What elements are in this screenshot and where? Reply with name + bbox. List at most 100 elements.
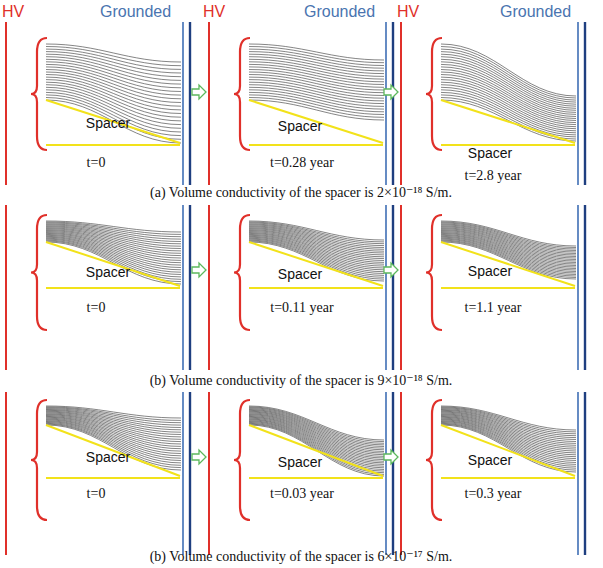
grounded-electrode [584,205,586,370]
field-line [46,49,181,69]
row-caption: (b) Volume conductivity of the spacer is… [150,549,453,564]
hv-conductor [31,38,47,150]
field-line [46,75,181,107]
terminal-label: Grounded [500,3,571,21]
step-arrow [192,85,206,99]
grounded-electrode [182,22,184,185]
field-line [46,52,181,73]
field-line [46,72,181,103]
grounded-electrode [577,205,579,370]
grounded-electrode [385,392,387,555]
hv-electrode [5,205,7,370]
field-line [46,95,181,136]
field-line [249,87,384,106]
grounded-electrode [189,22,191,185]
spacer-base [249,287,383,289]
step-arrow [192,450,206,464]
spacer-surface [46,242,180,286]
terminal-label: Grounded [304,3,375,21]
field-line [46,100,181,143]
spacer-base [249,477,383,479]
grounded-electrode [189,392,191,555]
spacer-label: Spacer [86,450,130,465]
hv-electrode [5,22,7,185]
spacer-base [441,287,575,289]
time-label: t=0.3 year [465,486,522,501]
spacer-base [249,144,383,146]
field-line [249,95,384,115]
spacer-base [46,144,180,146]
time-label: t=0.03 year [270,486,334,501]
spacer-surface [441,425,575,476]
hv-conductor [31,400,47,520]
field-line [249,422,384,470]
field-line [249,82,384,101]
field-line [46,232,181,259]
hv-conductor [234,215,250,330]
hv-electrode [208,392,210,555]
spacer-label: Spacer [468,453,512,468]
spacer-label: Spacer [278,119,322,134]
field-line [249,72,384,90]
field-line [441,424,576,470]
hv-electrode [208,205,210,370]
field-line [249,414,384,455]
field-line [249,423,384,472]
field-line [441,92,576,134]
hv-conductor [426,400,442,520]
field-line [441,234,576,267]
field-line [249,235,384,268]
grounded-electrode [392,205,394,370]
spacer-base [46,287,180,289]
hv-electrode [400,205,402,370]
field-line [46,98,181,140]
spacer-base [441,477,575,479]
field-line [46,424,181,468]
field-line [441,82,576,127]
hv-electrode [5,392,7,555]
grounded-electrode [385,22,387,185]
time-label: t=0 [87,300,106,315]
field-line [249,80,384,99]
hv-conductor [234,400,250,520]
grounded-electrode [577,392,579,555]
field-line [441,95,576,137]
time-label: t=0.11 year [270,300,333,315]
step-arrow [192,263,206,277]
field-line [249,75,384,93]
hv-conductor [31,215,47,330]
field-line [46,241,181,282]
field-line [441,423,576,468]
field-line [249,425,384,476]
field-line [46,92,181,132]
time-label: t=1.1 year [465,300,522,315]
row-caption: (a) Volume conductivity of the spacer is… [150,185,452,200]
hv-conductor [234,38,250,150]
spacer-label: Spacer [468,264,512,279]
grounded-electrode [392,392,394,555]
time-label: t=0 [87,155,106,170]
grounded-electrode [577,22,579,185]
field-line [249,77,384,95]
spacer-surface [249,100,383,143]
hv-conductor [426,215,442,330]
grounded-electrode [385,205,387,370]
grounded-electrode [392,22,394,185]
grounded-electrode [584,22,586,185]
time-label: t=2.8 year [465,168,522,183]
field-line [249,100,384,120]
field-line [441,242,576,279]
step-arrow [384,85,398,99]
grounded-electrode [584,392,586,555]
spacer-label: Spacer [278,455,322,470]
field-line [441,90,576,133]
terminal-label: HV [203,3,225,21]
field-line [441,98,576,140]
spacer-surface [441,242,575,286]
field-line [46,77,181,110]
field-line [249,422,384,471]
grounded-electrode [189,205,191,370]
field-line [46,423,181,465]
